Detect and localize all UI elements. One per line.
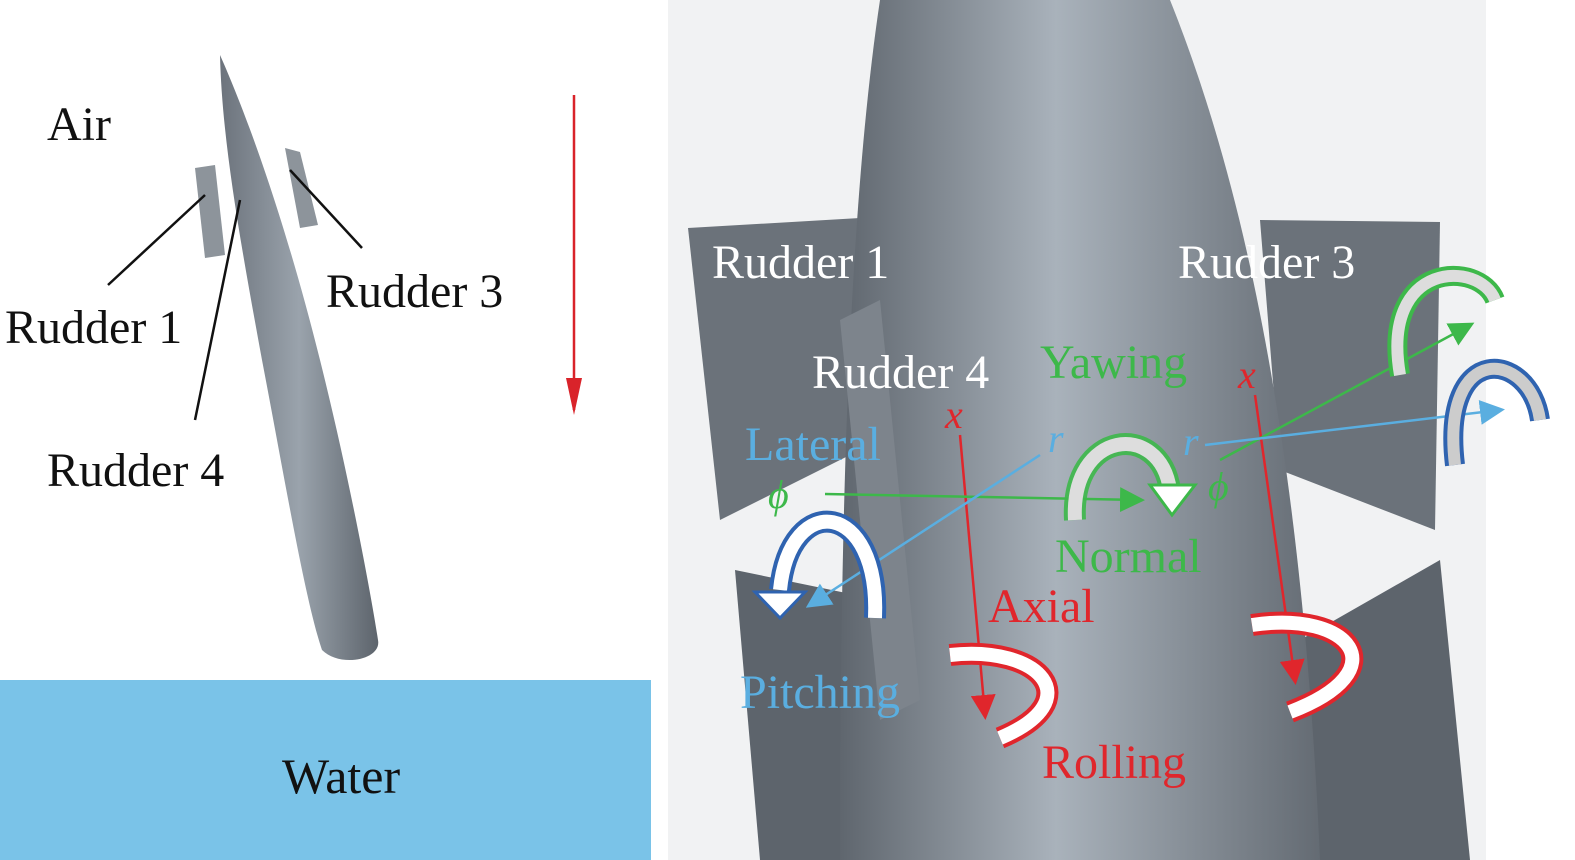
lateral-axis-arrow: [805, 453, 1041, 608]
pitching-rotation-fill: [773, 514, 883, 619]
rolling-label: Rolling: [1042, 736, 1186, 789]
pitching-rotation-fill-right: [1447, 362, 1546, 466]
rudder-3-fin: [1260, 220, 1440, 530]
rudder-1-label: Rudder 1: [5, 301, 182, 354]
r-axis-symbol-right: r: [1183, 419, 1199, 464]
pitching-label: Pitching: [740, 666, 900, 719]
rudder-1-fin: [195, 165, 225, 258]
yawing-rotation-fill: [1067, 437, 1177, 521]
left-panel: Air Rudder 1 Rudder 3 Rudder 4 Water: [0, 55, 651, 860]
normal-axis-arrow: [824, 487, 1145, 513]
projectile-body: [220, 55, 379, 661]
rudder-1-fin: [688, 218, 880, 520]
rudder-1-label: Rudder 1: [712, 236, 889, 289]
rudder-4-fin: [840, 300, 920, 720]
axial-axis-arrow-left: [958, 434, 996, 720]
rolling-rotation-fill-right: [1250, 615, 1360, 719]
rudder-3-fin: [285, 148, 318, 228]
rudder-3-label: Rudder 3: [326, 265, 503, 318]
lateral-label: Lateral: [745, 418, 881, 471]
x-axis-symbol: x: [944, 392, 963, 437]
phi-axis-symbol: ϕ: [768, 472, 789, 517]
rudder-3-leader-line: [289, 169, 363, 249]
r-axis-symbol: r: [1048, 416, 1064, 461]
x-axis-symbol-right: x: [1237, 352, 1256, 397]
rudder-3-label: Rudder 3: [1178, 236, 1355, 289]
right-panel: Rudder 1 Rudder 3 Rudder 4 Yawing Latera…: [668, 0, 1550, 860]
water-label: Water: [282, 748, 400, 804]
phi-axis-symbol-right: ϕ: [1208, 464, 1229, 509]
water-region: [0, 680, 651, 860]
rudder-4-label: Rudder 4: [812, 346, 989, 399]
yawing-arrow-head-icon: [1147, 483, 1199, 518]
pitching-arrow-head-icon: [751, 590, 809, 621]
yawing-rotation-fill-right: [1391, 269, 1501, 377]
rudder-4-label: Rudder 4: [47, 444, 224, 497]
rudder-1-leader-line: [107, 194, 206, 286]
rolling-rotation-fill: [949, 646, 1055, 745]
yawing-label: Yawing: [1040, 336, 1187, 389]
normal-label: Normal: [1055, 530, 1202, 583]
axial-label: Axial: [988, 580, 1095, 633]
air-label: Air: [47, 98, 111, 151]
arrow-head-icon: [566, 378, 582, 415]
rudder-4-leader-line: [193, 199, 242, 421]
